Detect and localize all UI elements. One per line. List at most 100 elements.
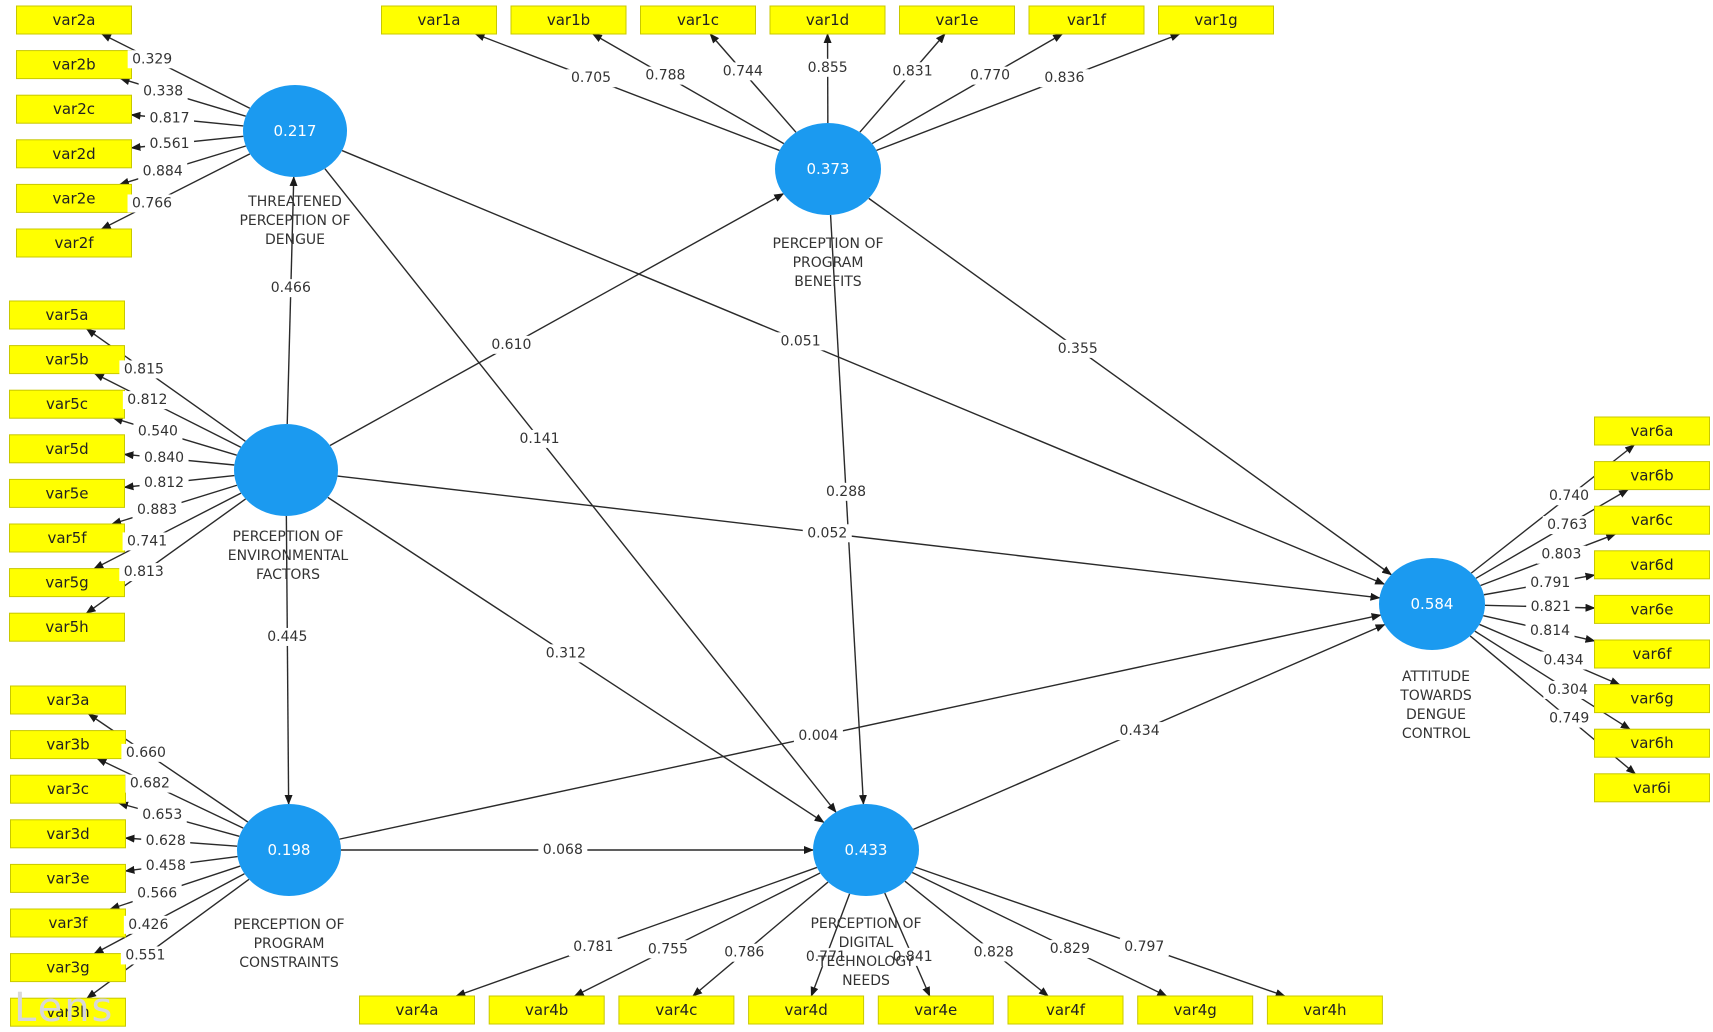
svg-text:0.288: 0.288: [826, 484, 866, 500]
loading-label-var3d: 0.628: [141, 831, 191, 850]
indicator-label: var4c: [655, 1001, 697, 1019]
svg-text:0.312: 0.312: [546, 645, 586, 661]
svg-text:0.821: 0.821: [1531, 599, 1571, 615]
indicator-box-var1c: var1c: [640, 5, 756, 35]
svg-text:0.445: 0.445: [267, 629, 307, 645]
loading-arrow-var4f: [904, 880, 1049, 997]
svg-text:0.812: 0.812: [144, 475, 184, 491]
indicator-label: var1f: [1067, 11, 1107, 29]
path-arrow-ppc-to-atdc: [339, 613, 1382, 840]
indicator-box-var1a: var1a: [381, 5, 497, 35]
watermark-text: Lens: [14, 985, 115, 1031]
loading-label-var6a: 0.740: [1544, 487, 1594, 506]
loading-arrow-var2f: [100, 153, 251, 230]
loading-arrow-var4a: [455, 866, 818, 997]
indicator-label: var2f: [54, 234, 94, 252]
loading-label-var3c: 0.653: [137, 806, 187, 825]
indicator-label: var4d: [784, 1001, 827, 1019]
loading-arrow-var4d: [810, 893, 851, 997]
indicator-box-var1e: var1e: [899, 5, 1015, 35]
indicator-label: var5d: [45, 440, 88, 458]
svg-text:0.797: 0.797: [1124, 939, 1164, 955]
path-arrow-ppb-to-atdc: [868, 197, 1393, 576]
loading-arrow-var2a: [100, 33, 251, 109]
loading-label-var1d: 0.855: [803, 58, 853, 77]
svg-text:0.836: 0.836: [1044, 70, 1084, 86]
r-squared-value: 0.198: [268, 841, 311, 859]
loading-label-var1g: 0.836: [1039, 69, 1089, 88]
indicator-box-var6i: var6i: [1594, 773, 1710, 803]
path-arrow-ppb-to-pdtn: [829, 214, 867, 806]
loading-label-var1a: 0.705: [566, 69, 616, 88]
latent-node-atdc: 0.584: [1379, 558, 1485, 650]
loading-label-var3f: 0.566: [132, 884, 182, 903]
indicator-box-var4f: var4f: [1007, 995, 1124, 1025]
loading-label-var2b: 0.338: [138, 82, 188, 101]
indicator-label: var5f: [47, 529, 87, 547]
svg-text:0.610: 0.610: [491, 337, 531, 353]
loading-label-var3g: 0.426: [123, 915, 173, 934]
svg-text:0.828: 0.828: [974, 944, 1014, 960]
loading-label-var6h: 0.304: [1543, 680, 1593, 699]
loading-label-var1b: 0.788: [640, 66, 690, 85]
indicator-box-var3f: var3f: [10, 908, 126, 938]
svg-text:0.829: 0.829: [1050, 941, 1090, 957]
indicator-box-var5h: var5h: [9, 612, 125, 642]
loading-label-var4a: 0.781: [568, 938, 618, 957]
indicator-box-var1b: var1b: [510, 5, 627, 35]
loading-arrow-var4c: [692, 881, 829, 997]
indicator-label: var5c: [46, 395, 88, 413]
indicator-label: var3a: [47, 691, 90, 709]
svg-text:0.304: 0.304: [1548, 682, 1588, 698]
indicator-label: var4g: [1174, 1001, 1217, 1019]
svg-text:0.771: 0.771: [806, 949, 846, 965]
loading-arrow-var1f: [871, 33, 1064, 145]
loading-arrow-var3g: [93, 873, 245, 955]
loading-label-var5g: 0.741: [122, 532, 172, 551]
loading-arrow-var5g: [93, 492, 242, 570]
path-coefficient-pef-to-ppb: 0.610: [486, 335, 536, 354]
svg-text:0.817: 0.817: [149, 111, 189, 127]
loading-arrow-var1a: [474, 33, 780, 152]
svg-text:0.004: 0.004: [798, 728, 838, 744]
indicator-box-var5g: var5g: [9, 568, 125, 598]
svg-text:0.770: 0.770: [970, 68, 1010, 84]
indicator-label: var6e: [1630, 600, 1673, 618]
indicator-label: var3e: [46, 869, 89, 887]
loading-arrow-var4e: [884, 892, 931, 997]
svg-text:0.755: 0.755: [648, 941, 688, 957]
path-coefficient-tpd-to-atdc: 0.051: [776, 332, 826, 351]
svg-text:0.781: 0.781: [573, 939, 613, 955]
svg-text:0.355: 0.355: [1058, 341, 1098, 357]
indicator-box-var2a: var2a: [16, 5, 132, 35]
loading-label-var4f: 0.828: [969, 943, 1019, 962]
svg-text:0.884: 0.884: [143, 163, 183, 179]
indicator-box-var5e: var5e: [9, 478, 125, 508]
indicator-label: var3d: [46, 825, 89, 843]
indicator-box-var4b: var4b: [488, 995, 605, 1025]
indicator-label: var3c: [47, 780, 89, 798]
path-coefficient-ppb-to-pdtn: 0.288: [821, 482, 871, 501]
indicator-box-var5a: var5a: [9, 300, 125, 330]
path-coefficient-ppc-to-atdc: 0.004: [793, 727, 843, 746]
loading-arrow-var1e: [859, 33, 946, 133]
indicator-box-var4g: var4g: [1137, 995, 1254, 1025]
loading-label-var3b: 0.682: [125, 774, 175, 793]
indicator-label: var2c: [53, 100, 95, 118]
svg-text:0.814: 0.814: [1530, 623, 1570, 639]
path-arrow-pef-to-ppb: [329, 193, 785, 447]
indicator-box-var2c: var2c: [16, 94, 132, 124]
indicator-box-var4c: var4c: [618, 995, 735, 1025]
loading-label-var4d: 0.771: [801, 948, 851, 967]
r-squared-value: 0.373: [807, 160, 850, 178]
svg-text:0.744: 0.744: [723, 63, 763, 79]
loading-label-var2c: 0.817: [145, 109, 195, 128]
loading-label-var5b: 0.812: [122, 391, 172, 410]
loading-label-var5f: 0.883: [132, 501, 182, 520]
loading-arrow-var1c: [709, 33, 797, 133]
indicator-label: var2e: [52, 189, 95, 207]
loading-arrow-var1b: [592, 33, 785, 145]
indicator-label: var6h: [1630, 734, 1673, 752]
path-arrow-pef-to-tpd: [286, 175, 298, 425]
indicator-box-var3b: var3b: [10, 730, 126, 760]
